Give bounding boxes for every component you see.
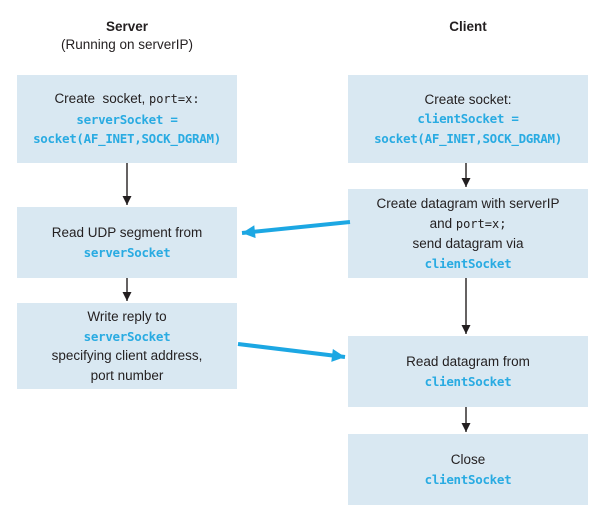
box-text-line: Write reply to (87, 309, 167, 324)
box-text-line: Close (450, 452, 486, 467)
box-code-line: clientSocket (424, 255, 512, 271)
box-text-line: port number (90, 367, 164, 383)
box-text: Create socket, (54, 91, 149, 107)
box-code-line: serverSocket = (76, 111, 178, 127)
box-code-inline: port=x; (455, 216, 507, 231)
box-code-line: serverSocket (83, 244, 171, 260)
client-create-socket-box: Create socket: clientSocket = socket(AF_… (348, 75, 588, 163)
box-text-line: Create socket: (424, 91, 512, 107)
box-code-line: socket(AF_INET,SOCK_DGRAM) (374, 130, 562, 146)
server-title: Server (105, 19, 149, 34)
box-text-line: send datagram via (412, 236, 524, 251)
server-column-header: Server (Running on serverIP) (17, 18, 237, 54)
datagram-arrow-client-to-server (241, 220, 351, 239)
box-code-line: clientSocket = (417, 111, 519, 127)
box-code-line: clientSocket (424, 471, 512, 487)
box-text-line: Create socket, port=x: (54, 89, 199, 110)
server-subtitle: (Running on serverIP) (60, 37, 194, 52)
box-text-line: specifying client address, (51, 348, 203, 363)
box-code-line: socket(AF_INET,SOCK_DGRAM) (33, 131, 221, 147)
box-text-line: Read UDP segment from (51, 225, 203, 240)
box-code-line: serverSocket (83, 328, 171, 344)
server-create-socket-box: Create socket, port=x: serverSocket = so… (17, 75, 237, 163)
server-write-reply-box: Write reply to serverSocket specifying c… (17, 303, 237, 389)
box-code-line: clientSocket (424, 373, 512, 389)
datagram-arrow-server-to-client (237, 342, 346, 362)
client-close-socket-box: Close clientSocket (348, 434, 588, 505)
server-read-segment-box: Read UDP segment from serverSocket (17, 207, 237, 278)
client-column-header: Client (348, 18, 588, 36)
box-text-line: Read datagram from (406, 354, 530, 369)
box-text-line: and port=x; (430, 214, 507, 235)
box-text: and (429, 215, 456, 231)
client-create-datagram-box: Create datagram with serverIP and port=x… (348, 189, 588, 278)
box-text-line: Create datagram with serverIP (376, 196, 560, 211)
client-title: Client (449, 19, 487, 34)
client-read-datagram-box: Read datagram from clientSocket (348, 336, 588, 407)
box-code-inline: port=x: (148, 92, 200, 107)
